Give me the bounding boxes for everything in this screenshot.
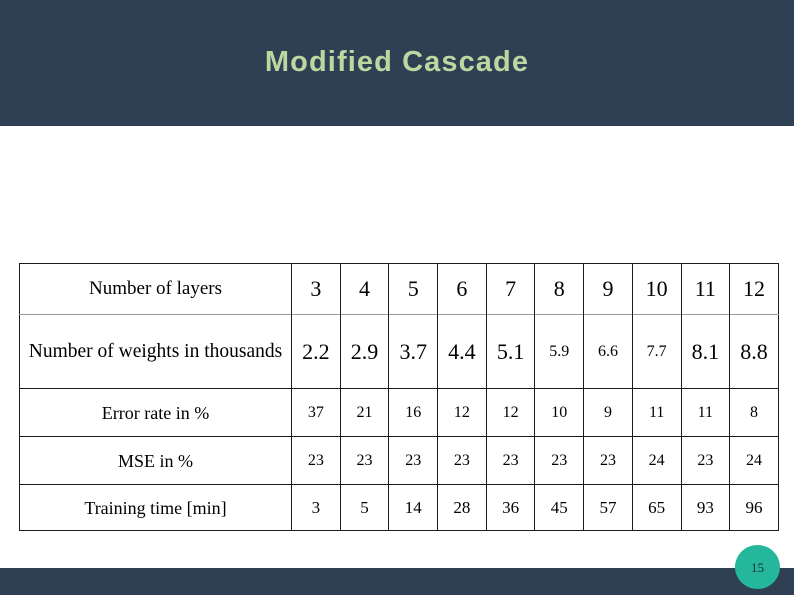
table-cell: 5.1 xyxy=(485,314,535,389)
table-cell: 4 xyxy=(339,263,389,315)
table-cell: 23 xyxy=(680,436,730,485)
table-cell: 21 xyxy=(339,388,389,437)
table-cell: 23 xyxy=(534,436,584,485)
table-cell: 8.8 xyxy=(729,314,779,389)
table-cell: 5 xyxy=(388,263,438,315)
row-label-cell: Error rate in % xyxy=(19,388,292,437)
table-cell: 9 xyxy=(583,263,633,315)
table-cell: 36 xyxy=(485,484,535,531)
table-cell: 65 xyxy=(631,484,681,531)
table-cell: 23 xyxy=(291,436,341,485)
table-cell: 8 xyxy=(729,388,779,437)
table-cell: 5 xyxy=(339,484,389,531)
table-cell: 7 xyxy=(485,263,535,315)
table-cell: 23 xyxy=(485,436,535,485)
table-cell: 9 xyxy=(583,388,633,437)
table-cell: 8 xyxy=(534,263,584,315)
table-cell: 11 xyxy=(631,388,681,437)
table-cell: 24 xyxy=(729,436,779,485)
table-cell: 3 xyxy=(291,263,341,315)
row-label-text: Number of layers xyxy=(89,278,222,299)
table-cell: 28 xyxy=(437,484,487,531)
row-label-text: MSE in % xyxy=(117,450,193,471)
table-cell: 14 xyxy=(388,484,438,531)
table-cell: 12 xyxy=(437,388,487,437)
table-cell: 11 xyxy=(680,263,730,315)
table-cell: 96 xyxy=(729,484,779,531)
table-cell: 16 xyxy=(388,388,438,437)
row-label-cell: MSE in % xyxy=(19,436,292,485)
table-cell: 23 xyxy=(583,436,633,485)
header-banner: Modified Cascade xyxy=(0,0,794,126)
table-cell: 11 xyxy=(680,388,730,437)
table-cell: 12 xyxy=(485,388,535,437)
table-cell: 45 xyxy=(534,484,584,531)
row-label-cell: Number of weights in thousands xyxy=(19,314,292,389)
page-number-label: 15 xyxy=(751,559,764,575)
table-cell: 2.9 xyxy=(339,314,389,389)
page-title: Modified Cascade xyxy=(264,46,530,78)
row-label-text: Training time [min] xyxy=(84,497,227,518)
table-cell: 3.7 xyxy=(388,314,438,389)
table-cell: 23 xyxy=(388,436,438,485)
table-cell: 10 xyxy=(631,263,681,315)
table-cell: 3 xyxy=(291,484,341,531)
table-cell: 24 xyxy=(631,436,681,485)
table-cell: 2.2 xyxy=(291,314,341,389)
row-label-text: Number of weights in thousands xyxy=(28,340,283,362)
table-cell: 6 xyxy=(437,263,487,315)
table-cell: 10 xyxy=(534,388,584,437)
table-cell: 12 xyxy=(729,263,779,315)
table-cell: 7.7 xyxy=(631,314,681,389)
table-cell: 6.6 xyxy=(583,314,633,389)
footer-bar xyxy=(0,568,794,595)
table-cell: 4.4 xyxy=(437,314,487,389)
row-label-cell: Training time [min] xyxy=(19,484,292,531)
table-cell: 8.1 xyxy=(680,314,730,389)
row-label-cell: Number of layers xyxy=(19,263,292,315)
row-label-text: Error rate in % xyxy=(101,402,210,423)
table-cell: 57 xyxy=(583,484,633,531)
table-cell: 5.9 xyxy=(534,314,584,389)
table-cell: 37 xyxy=(291,388,341,437)
table-cell: 23 xyxy=(339,436,389,485)
table-cell: 23 xyxy=(437,436,487,485)
page-number-badge: 15 xyxy=(735,545,780,589)
table-cell: 93 xyxy=(680,484,730,531)
